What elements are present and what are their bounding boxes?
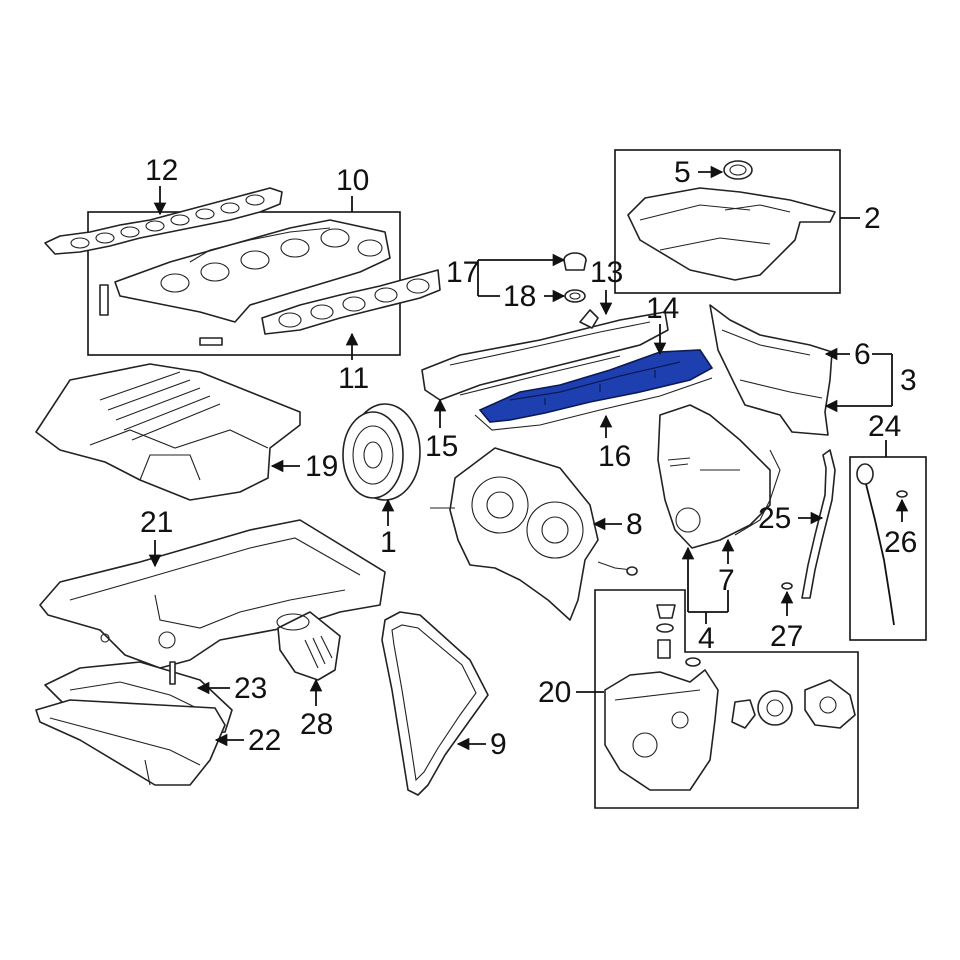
- seal-ring-part[interactable]: [723, 160, 753, 180]
- callout-16: 16: [598, 440, 631, 473]
- manifold-gasket-part[interactable]: [261, 269, 441, 335]
- oil-pan-upper-part[interactable]: [39, 519, 386, 669]
- callout-19: 19: [305, 450, 338, 483]
- callout-9: 9: [490, 728, 507, 761]
- timing-cover-front-part[interactable]: [657, 404, 781, 549]
- callout-13: 13: [590, 256, 623, 289]
- oil-pump-part[interactable]: [604, 604, 719, 791]
- callout-17: 17: [446, 256, 479, 289]
- engine-cover-part[interactable]: [35, 363, 301, 501]
- callout-21: 21: [140, 506, 173, 539]
- callout-15: 15: [425, 430, 458, 463]
- highlighted-part-14[interactable]: [474, 349, 714, 431]
- valve-cover-part[interactable]: [421, 309, 669, 401]
- intake-manifold-part[interactable]: [99, 219, 391, 346]
- callout-4: 4: [698, 622, 715, 655]
- timing-cover-upper-part[interactable]: [709, 304, 833, 436]
- callout-22: 22: [248, 724, 281, 757]
- callout-14: 14: [646, 292, 679, 325]
- timing-belt-cover-part[interactable]: [430, 447, 638, 621]
- oil-pan-lower-part[interactable]: [35, 699, 226, 786]
- group-box-2: [614, 149, 841, 294]
- oil-filler-cap-part[interactable]: [563, 252, 587, 271]
- callout-28: 28: [300, 708, 333, 741]
- callout-12: 12: [145, 154, 178, 187]
- callout-3: 3: [900, 364, 917, 397]
- intake-gasket-part[interactable]: [44, 187, 283, 255]
- callout-20: 20: [538, 676, 571, 709]
- callout-6: 6: [854, 338, 871, 371]
- o-ring-part[interactable]: [781, 582, 793, 590]
- callout-24: 24: [868, 410, 901, 443]
- callout-25: 25: [758, 502, 791, 535]
- dipstick-ring-part[interactable]: [896, 490, 908, 498]
- callout-18: 18: [503, 280, 536, 313]
- callout-23: 23: [234, 672, 267, 705]
- callout-2: 2: [864, 202, 881, 235]
- dipstick-part[interactable]: [856, 463, 895, 626]
- callout-labels: 12 10 11 19 1 21 23 22 28 9 15 16 13 14 …: [140, 154, 917, 761]
- timing-belt-part[interactable]: [381, 611, 489, 796]
- callout-5: 5: [674, 156, 691, 189]
- oil-filter-part[interactable]: [276, 611, 341, 681]
- callout-27: 27: [770, 620, 803, 653]
- dipstick-tube-part[interactable]: [801, 449, 836, 599]
- callout-11: 11: [338, 362, 369, 395]
- callout-26: 26: [884, 526, 917, 559]
- callout-10: 10: [336, 164, 369, 197]
- callout-7: 7: [718, 564, 735, 597]
- top-cover-part[interactable]: [627, 187, 836, 281]
- oil-pump-rotors-part[interactable]: [731, 679, 856, 729]
- group-box-24: [849, 456, 927, 641]
- group-box-20: [594, 589, 859, 809]
- crankshaft-pulley-part[interactable]: [342, 403, 421, 501]
- callout-1: 1: [380, 526, 397, 559]
- cap-gasket-part[interactable]: [564, 289, 586, 303]
- leader-lines: [148, 165, 909, 751]
- callout-8: 8: [626, 508, 643, 541]
